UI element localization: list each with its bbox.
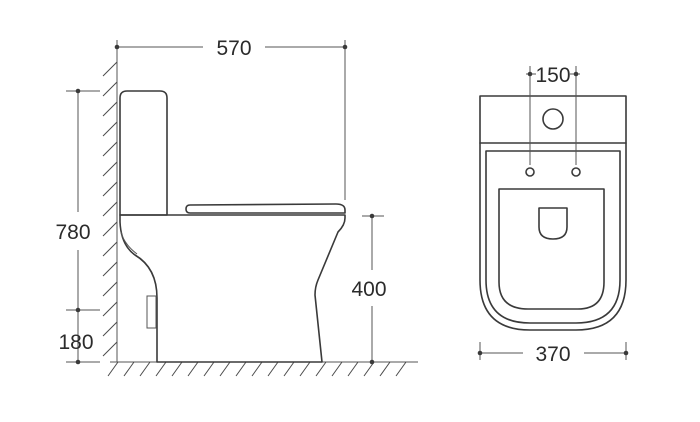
cistern-tank (119, 90, 168, 216)
toilet-bowl-body (119, 214, 346, 363)
dim-inlet-spacing: 150 (526, 64, 580, 165)
top-view-outline (479, 95, 627, 331)
dim-outlet-height: 180 (58, 307, 100, 354)
dim-label-outlet-height: 180 (58, 331, 93, 354)
dim-label-overall-height: 780 (55, 221, 90, 244)
dim-overall-height: 780 (55, 88, 100, 365)
toilet-seat-lid (185, 203, 346, 214)
dim-overall-width: 370 (477, 342, 629, 366)
dim-label-inlet-spacing: 150 (535, 64, 570, 87)
inlet-hole-left (525, 167, 535, 177)
side-view: 570 780 180 400 (55, 37, 418, 377)
flush-button (542, 108, 564, 130)
drain-opening (538, 207, 568, 240)
dim-seat-height: 400 (351, 213, 387, 365)
top-bowl-rim (498, 188, 605, 310)
top-view: 150 370 (477, 64, 629, 366)
dim-label-overall-depth: 570 (216, 37, 251, 60)
dim-label-seat-height: 400 (351, 278, 386, 301)
wall-hatching (102, 40, 118, 362)
dim-label-overall-width: 370 (535, 343, 570, 366)
inlet-hole-right (571, 167, 581, 177)
outlet-marker (146, 295, 157, 329)
top-seat-outline (485, 150, 621, 324)
dim-overall-depth: 570 (114, 37, 348, 200)
bowl-inner-curve (120, 231, 138, 255)
